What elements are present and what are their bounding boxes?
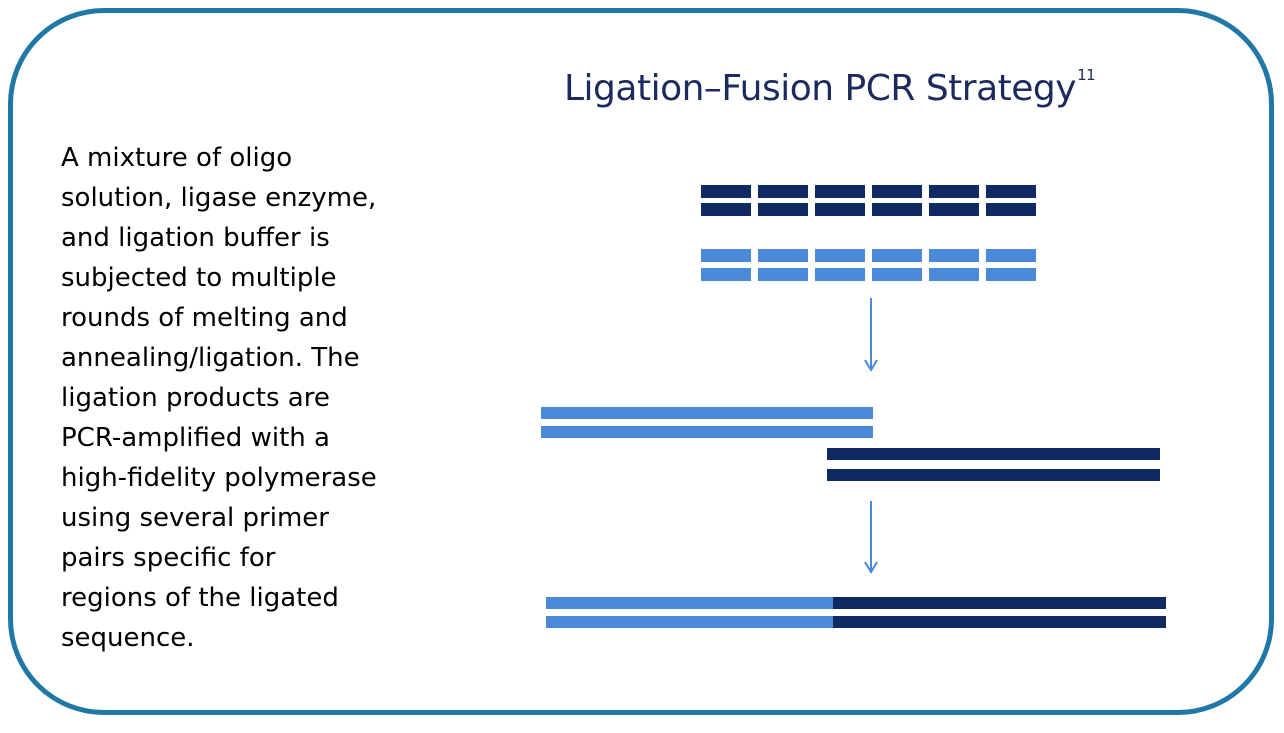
light-oligo-segment: [986, 249, 1036, 262]
slide-title: Ligation–Fusion PCR Strategy11: [564, 52, 1096, 112]
light-oligo-rows: [701, 249, 1036, 281]
dark-oligo-segment: [929, 203, 979, 216]
ligated-light-fragment: [541, 407, 873, 438]
dark-oligo-segment: [758, 185, 808, 198]
fused-light-bottom: [546, 616, 833, 628]
arrow-head: [864, 359, 878, 372]
dark-oligo-segment: [758, 203, 808, 216]
light-oligo-segment: [758, 268, 808, 281]
light-oligo-segment: [872, 268, 922, 281]
dark-oligo-segment: [701, 185, 751, 198]
title-superscript: 11: [1077, 66, 1096, 84]
light-oligo-segment: [986, 268, 1036, 281]
ligated-dark-fragment: [827, 448, 1160, 481]
dark-oligo-segment: [815, 185, 865, 198]
arrow-head: [864, 561, 878, 574]
down-arrow-icon: [864, 298, 878, 372]
down-arrow-icon: [864, 501, 878, 574]
dark-oligo-segment: [872, 185, 922, 198]
dark-oligo-segment: [701, 203, 751, 216]
dark-oligo-segment: [872, 203, 922, 216]
fused-light-top: [546, 597, 833, 609]
dark-oligo-rows: [701, 185, 1036, 216]
dark-oligo-segment: [986, 185, 1036, 198]
fused-product: [546, 597, 1166, 628]
light-oligo-segment: [701, 249, 751, 262]
light-fragment-strand-top: [541, 407, 873, 419]
dark-oligo-segment: [815, 203, 865, 216]
dark-fragment-strand-bottom: [827, 469, 1160, 481]
dark-oligo-segment: [986, 203, 1036, 216]
light-oligo-segment: [701, 268, 751, 281]
fused-dark-top: [833, 597, 1166, 609]
description-text: A mixture of oligo solution, ligase enzy…: [61, 143, 377, 653]
light-fragment-strand-bottom: [541, 426, 873, 438]
dark-oligo-segment: [929, 185, 979, 198]
light-oligo-segment: [872, 249, 922, 262]
light-oligo-segment: [929, 268, 979, 281]
dark-fragment-strand-top: [827, 448, 1160, 460]
title-text: Ligation–Fusion PCR Strategy: [564, 68, 1077, 109]
light-oligo-segment: [815, 268, 865, 281]
light-oligo-segment: [815, 249, 865, 262]
light-oligo-segment: [929, 249, 979, 262]
fused-dark-bottom: [833, 616, 1166, 628]
light-oligo-segment: [758, 249, 808, 262]
